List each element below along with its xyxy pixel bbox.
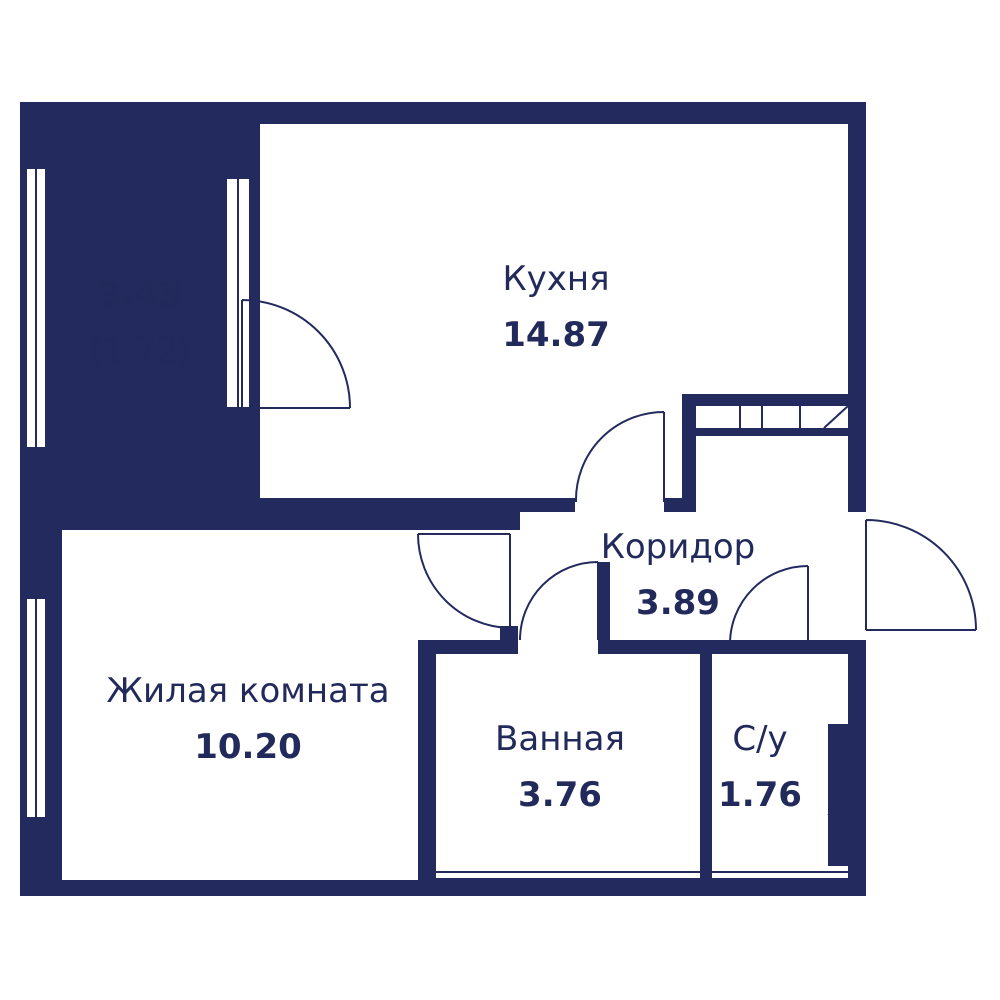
living-door [417,533,511,630]
wc-area: 1.76 [718,775,802,815]
bath-door [519,561,599,641]
door-jamb-kitchen [664,498,682,512]
bath-wall-top [418,640,518,654]
doors [241,299,977,831]
wc-wall-top [808,640,866,654]
niche-wall-top [682,394,848,406]
corridor-divider [598,562,610,654]
corridor-name: Коридор [600,527,756,567]
living-stub [500,626,518,654]
balcony-sub-area: (1.72) [88,331,192,371]
corridor-stub [500,512,520,530]
living-bath-wall [418,640,436,880]
wc-divider [700,640,712,878]
kitchen-name: Кухня [502,259,610,299]
corridor-area: 3.89 [636,583,720,623]
windows [25,167,848,873]
wc-door [729,565,809,645]
wc-name: С/у [732,719,788,759]
niche-shelf [696,428,848,436]
living-name: Жилая комната [106,671,390,711]
entrance-door [865,519,977,631]
bathroom-area: 3.76 [518,775,602,815]
wc-inner-wall [828,724,848,866]
balcony-wall-bottom [20,470,260,512]
balcony-area: 3.43 [98,275,182,315]
wc-shelves [827,775,849,831]
living-area: 10.20 [194,727,302,767]
kitchen-door [574,411,665,503]
bathroom-name: Ванная [495,719,625,759]
niche-wall-left [682,394,696,512]
kitchen-area: 14.87 [502,315,610,355]
niche-shelves [739,405,849,429]
kitchen-wall-bottom [260,498,575,512]
balcony-door [241,299,351,409]
